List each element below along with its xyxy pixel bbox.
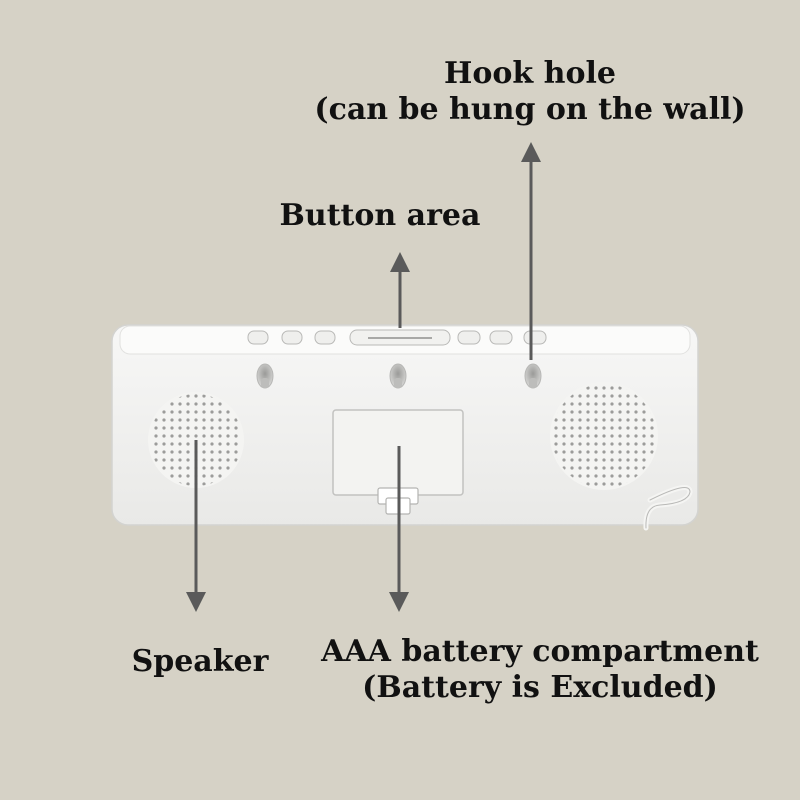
button-area <box>247 329 547 346</box>
hook-hole-note: (can be hung on the wall) <box>314 92 746 127</box>
battery-compartment-label: AAA battery compartment (Battery is Excl… <box>290 634 790 706</box>
hook-hole-title: Hook hole <box>444 56 616 91</box>
hook-hole-label: Hook hole (can be hung on the wall) <box>300 56 760 128</box>
hook-holes <box>256 363 542 389</box>
speaker-grille-right <box>550 382 658 490</box>
button-area-label: Button area <box>279 198 481 233</box>
arrow-battery <box>389 446 409 612</box>
arrow-button-area <box>390 252 410 328</box>
arrow-hook-hole <box>521 142 541 360</box>
hook-hole-center <box>389 363 407 389</box>
speaker-label: Speaker <box>131 644 269 679</box>
arrows <box>186 142 541 612</box>
battery-note: (Battery is Excluded) <box>362 670 718 705</box>
hook-hole-left <box>256 363 274 389</box>
arrow-speaker <box>186 440 206 612</box>
battery-title: AAA battery compartment <box>321 634 759 669</box>
power-cable <box>643 485 693 531</box>
hook-hole-right <box>524 363 542 389</box>
